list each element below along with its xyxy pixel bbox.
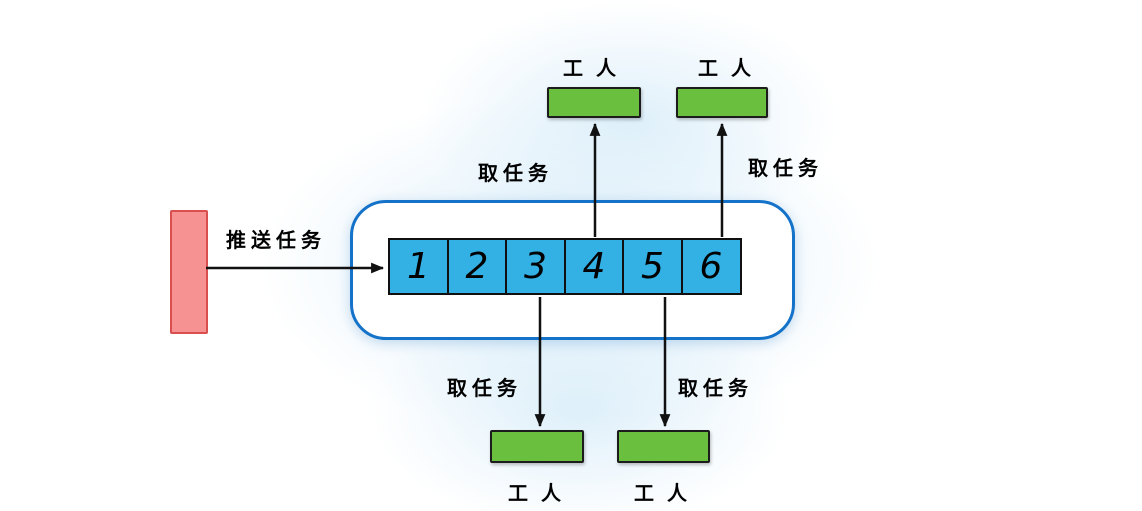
worker-label-top-left: 工人 xyxy=(563,56,629,80)
queue-cell-1: 1 xyxy=(388,238,449,295)
queue-cell-4: 4 xyxy=(563,238,625,295)
worker-box-bottom-left xyxy=(490,430,584,463)
worker-label-bottom-left: 工人 xyxy=(508,481,574,505)
queue-cell-3: 3 xyxy=(505,238,566,295)
queue-cell-5: 5 xyxy=(622,238,683,295)
worker-box-top-left xyxy=(547,87,641,118)
queue-cell-2: 2 xyxy=(446,238,508,295)
push-task-label: 推送任务 xyxy=(226,228,326,252)
take-task-label-bottom-left: 取任务 xyxy=(447,376,522,400)
queue-cells: 1 2 3 4 5 6 xyxy=(388,238,742,295)
worker-box-bottom-right xyxy=(617,430,710,463)
producer-box xyxy=(170,210,208,334)
take-task-label-top-right: 取任务 xyxy=(748,156,823,180)
take-task-label-bottom-right: 取任务 xyxy=(678,376,753,400)
worker-box-top-right xyxy=(676,87,768,118)
take-task-label-top-left: 取任务 xyxy=(478,161,553,185)
worker-label-bottom-right: 工人 xyxy=(634,481,700,505)
worker-label-top-right: 工人 xyxy=(698,56,764,80)
queue-cell-6: 6 xyxy=(680,238,742,295)
